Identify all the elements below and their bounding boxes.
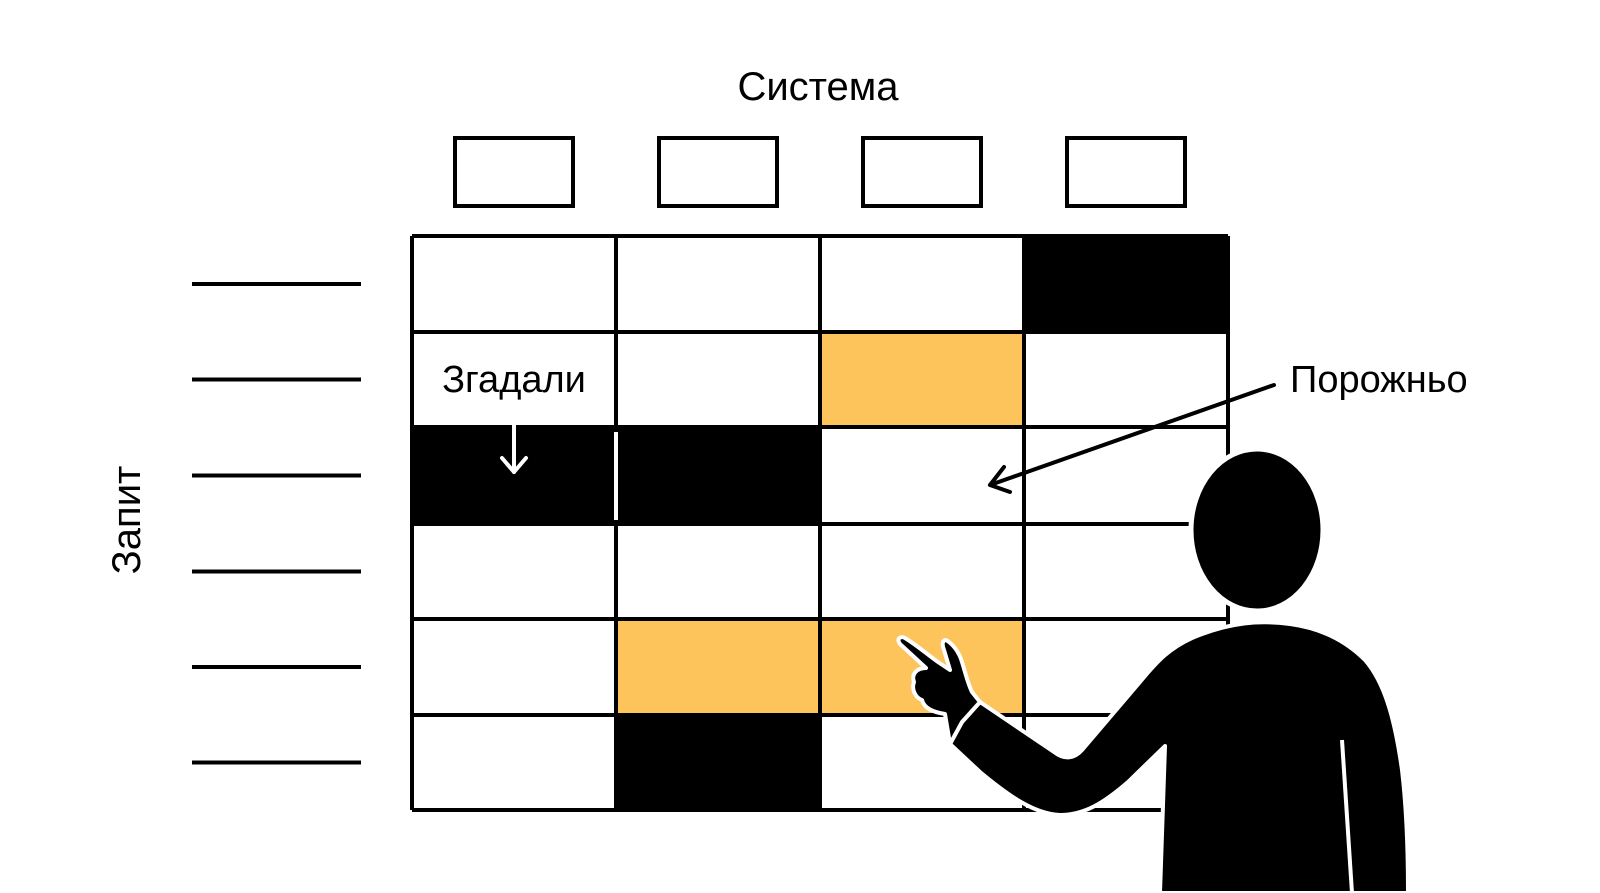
grid-cell: [412, 619, 616, 715]
system-column-box: [453, 136, 575, 208]
down-arrow-icon: [500, 410, 528, 474]
system-column-box: [861, 136, 983, 208]
pointing-hand-icon: [896, 635, 982, 746]
empty-annotation: Порожньо: [988, 359, 1468, 494]
grid-cell: [616, 715, 820, 810]
query-label: Запит: [105, 466, 149, 575]
person-pointing-icon: [896, 446, 1410, 893]
system-column-box: [1065, 136, 1187, 208]
grid-cell: [616, 619, 820, 715]
system-column-headers: [453, 136, 1187, 208]
grid-lines: [410, 234, 1230, 812]
system-column-box: [657, 136, 779, 208]
grid-cell: [616, 332, 820, 427]
recalled-annotation: Згадали: [426, 348, 596, 474]
grid-cell: [412, 236, 616, 332]
empty-label: Порожньо: [1290, 359, 1468, 401]
recalled-label-bg: [426, 348, 596, 400]
grid-cell: [412, 524, 616, 619]
grid-cell: [820, 332, 1024, 427]
arm-line: [1340, 739, 1354, 893]
pointer-arrow-icon: [988, 383, 1276, 494]
grid-cell: [616, 524, 820, 619]
head-icon: [1188, 446, 1326, 614]
system-label: Система: [737, 65, 899, 109]
query-row-lines: [192, 282, 361, 765]
grid-cell: [616, 236, 820, 332]
grid-cell: [820, 236, 1024, 332]
grid-cell: [820, 524, 1024, 619]
grid-cell: [412, 715, 616, 810]
grid-cell: [820, 427, 1024, 524]
grid-cell: [616, 427, 820, 524]
recalled-label: Згадали: [442, 359, 586, 401]
grid-cell: [1024, 236, 1228, 332]
